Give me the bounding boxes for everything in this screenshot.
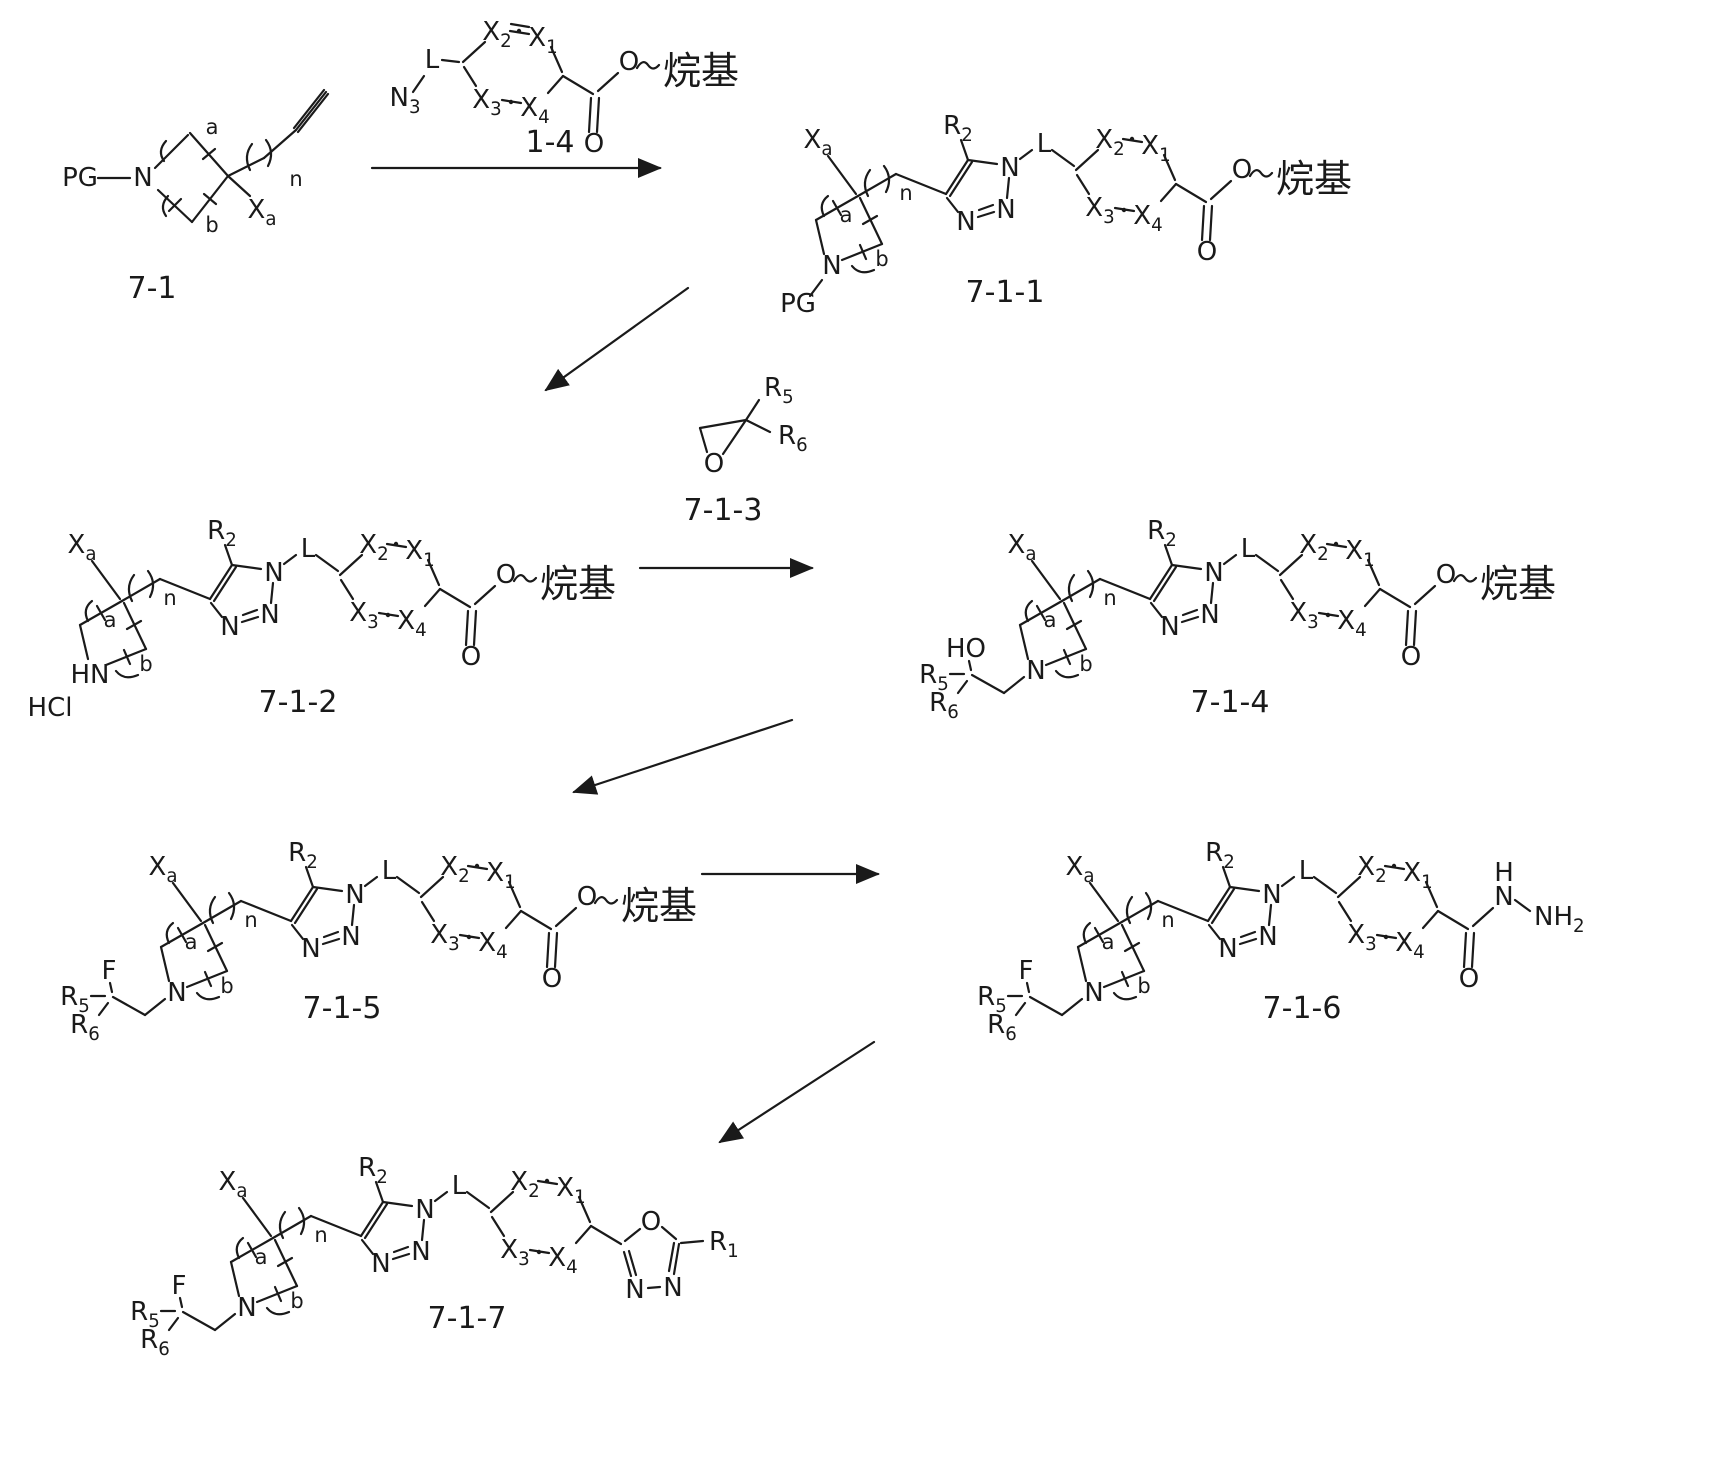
ester-use [1399,558,1558,674]
atom-label-ring-n: N [1084,978,1103,1008]
atom-label-r5: R5 [977,982,1007,1017]
reaction-arrow-6 [718,1040,876,1144]
atom-label-pg: PG [780,289,816,319]
atom-label-f: F [1019,956,1034,986]
chain-n-label: n [289,167,302,191]
ester-use [582,45,741,161]
ring-size-a-label: a [206,115,219,139]
atom-label-ring-n: N [167,978,186,1008]
epoxide-bonds [698,398,772,456]
ester-use [540,880,699,996]
atom-label-ring-hn: HN [71,660,110,690]
compound-label-7-1-4: 7-1-4 [1191,685,1270,720]
triazole-use [1146,514,1280,644]
core-use [66,528,212,679]
pg-bond [808,278,824,298]
compound-7-1-1: N PG [780,109,1354,319]
gem-bonds-use [1006,981,1084,1017]
atom-label-r6: R6 [140,1325,170,1360]
atom-label-ring-n: N [237,1293,256,1323]
triazole-use [357,1151,491,1281]
atom-label-r6: R6 [929,688,959,723]
compound-label-7-1-7: 7-1-7 [428,1301,507,1336]
reaction-arrow-4 [572,718,794,795]
atom-label-ring-n: N [133,163,152,193]
atom-label-ring-n: N [822,251,841,281]
atom-label-xa: Xa [248,195,277,230]
compound-7-1-2: HN [66,514,618,690]
triazole-use [287,836,421,966]
atom-label-epoxide-o: O [704,449,724,479]
reaction-arrow-2 [544,286,690,392]
atom-label-ring-n: N [1026,656,1045,686]
reagent-1-4-bonds [411,22,531,94]
ester-use [1195,153,1354,269]
aryl-ring-use [419,850,553,965]
atom-label-linker-l: L [425,45,440,75]
aryl-ring-use [1074,123,1208,238]
gem-bonds-use [159,1296,237,1332]
aryl-ring-use [1336,850,1470,965]
compound-7-1: PG N Xa a b n 7-1 [62,88,330,306]
aryl-ring-use [489,1165,623,1280]
atom-label-pg: PG [62,163,98,193]
reagent-7-1-3: O R5 R6 7-1-3 [684,373,808,528]
atom-label-ho: HO [946,634,986,664]
salt-label-hcl: HCl [28,693,73,723]
aryl-ring-use [1278,528,1412,643]
gem-bonds-use [948,659,1026,695]
compound-label-7-1: 7-1 [128,271,177,306]
compound-7-1-bonds [96,88,330,224]
compound-label-1-4: 1-4 [526,125,575,160]
compound-label-7-1-2: 7-1-2 [259,685,338,720]
atom-label-r5: R5 [764,373,794,408]
oxadiazole-use [622,1205,740,1307]
compound-7-1-5: N F R5 R6 [60,836,699,1045]
compound-label-7-1-6: 7-1-6 [1263,991,1342,1026]
triazole-use [206,514,340,644]
triazole-use [942,109,1076,239]
aryl-ring-use [461,15,595,130]
ring-size-b-label: b [205,213,218,237]
atom-label-r6: R6 [987,1010,1017,1045]
ester-use [459,558,618,674]
gem-bonds-use [89,981,167,1017]
reagent-1-4: N3 L 1-4 [389,15,741,161]
compound-label-7-1-3: 7-1-3 [684,493,763,528]
hydrazide-use [1457,856,1586,996]
aryl-ring-use [338,528,472,643]
triazole-use [1204,836,1338,966]
atom-label-r6: R6 [778,421,808,456]
atom-label-r6: R6 [70,1010,100,1045]
atom-label-f: F [102,956,117,986]
atom-label-f: F [172,1271,187,1301]
compound-label-7-1-5: 7-1-5 [303,991,382,1026]
compound-label-7-1-1: 7-1-1 [966,275,1045,310]
